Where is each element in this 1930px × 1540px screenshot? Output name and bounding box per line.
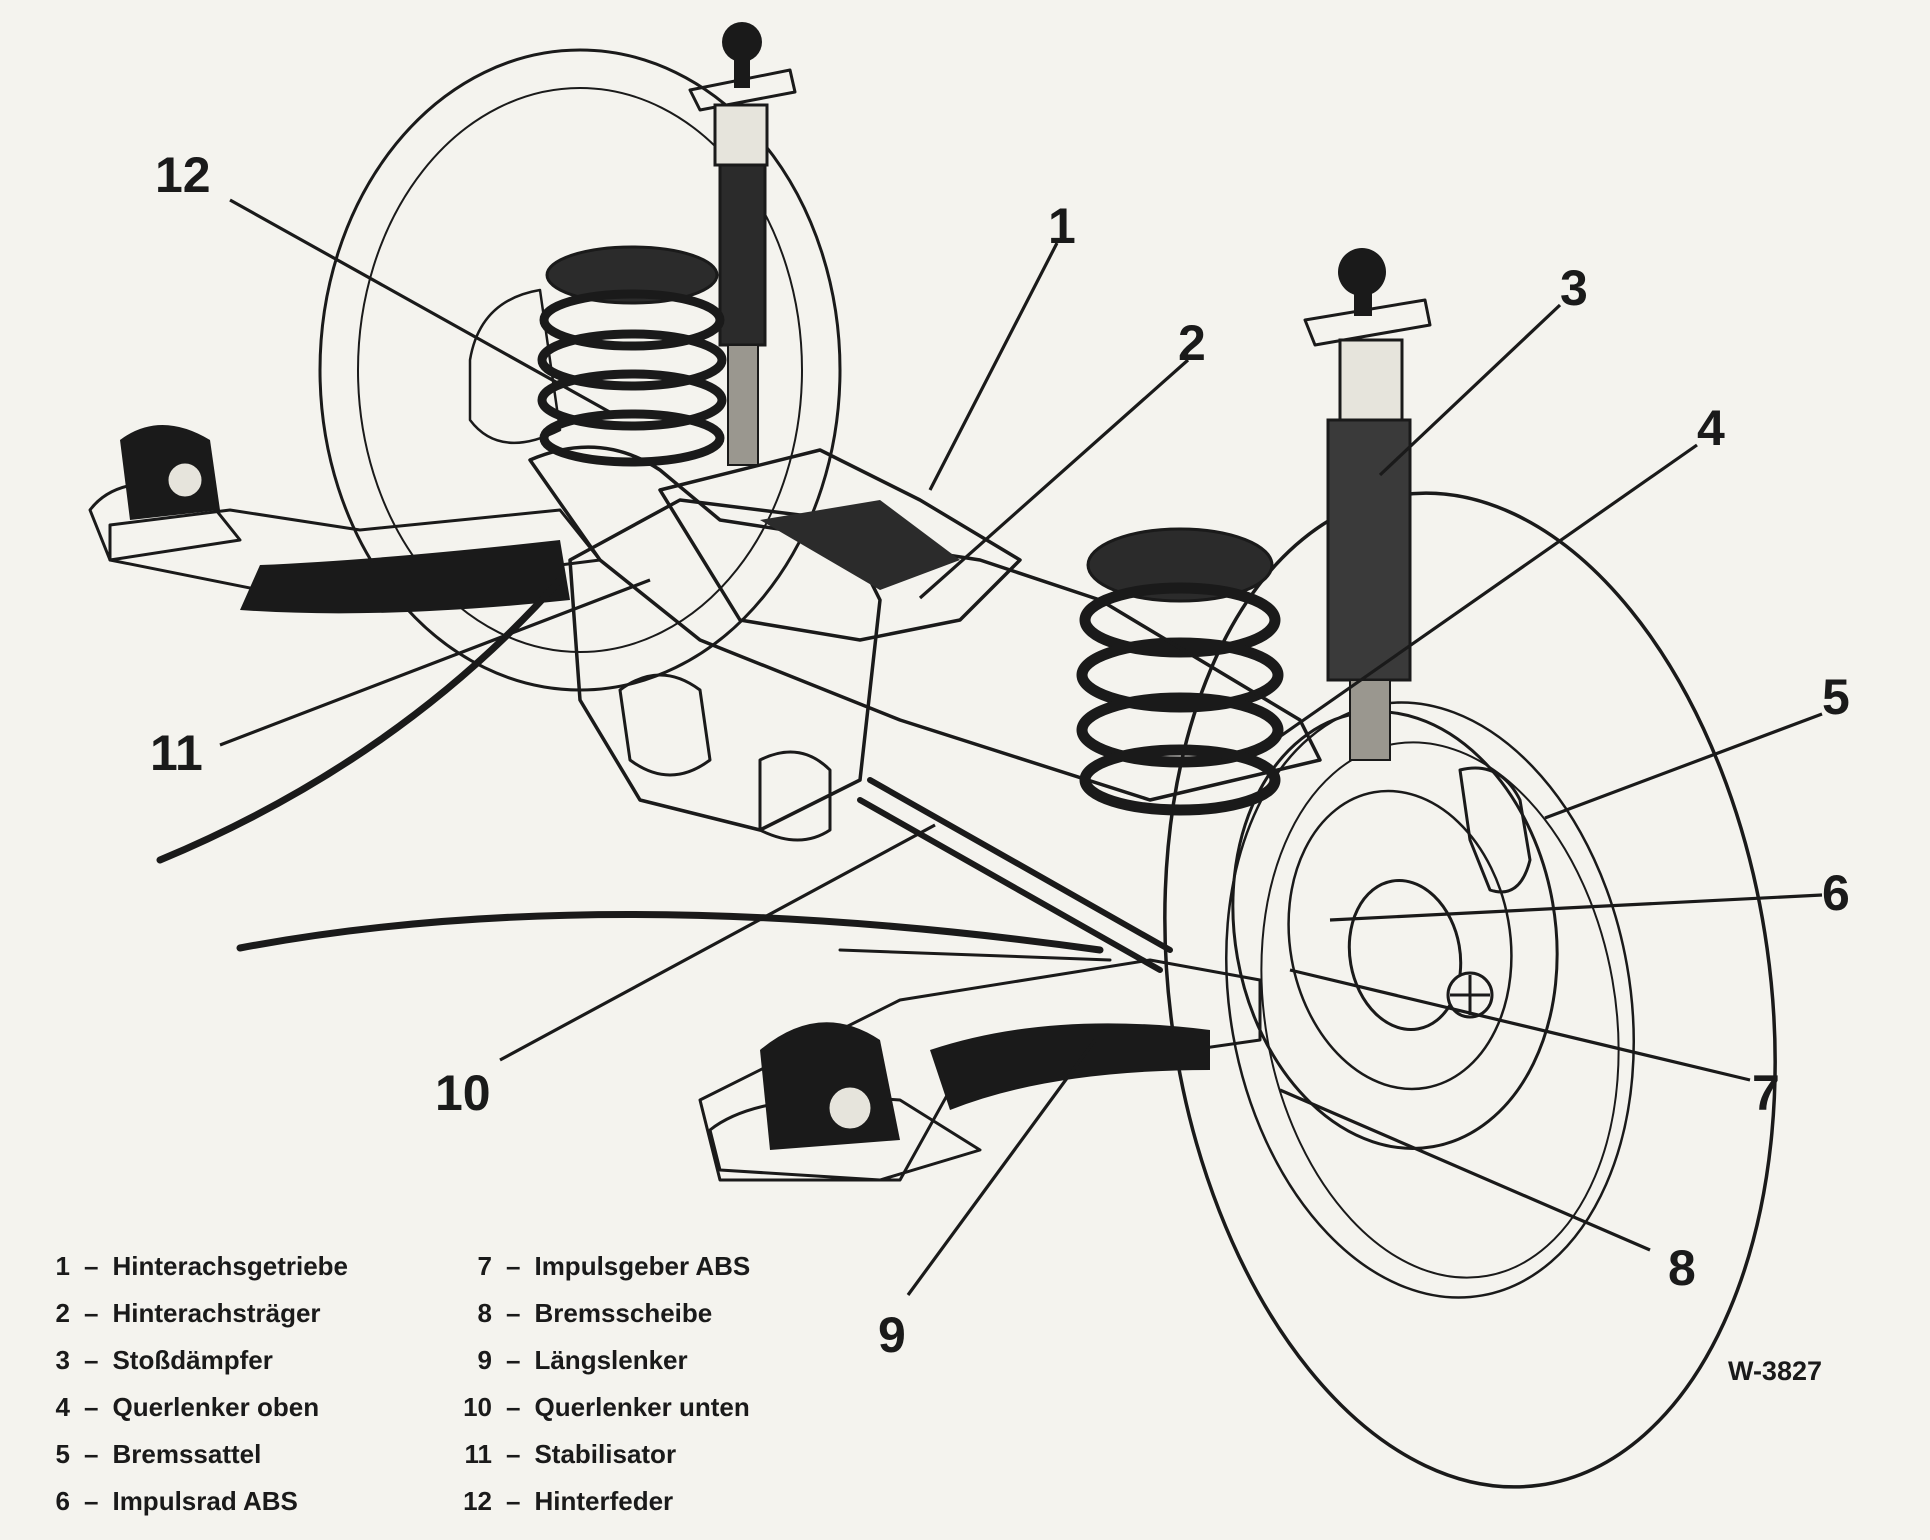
legend-dash: – — [506, 1345, 521, 1375]
leader-11 — [219, 578, 651, 747]
callout-2: 2 — [1178, 315, 1206, 371]
legend-item-9: 9–Längslenker — [452, 1337, 892, 1384]
legend-label: Querlenker oben — [112, 1392, 320, 1422]
leader-6 — [1329, 893, 1823, 922]
legend-dash: – — [506, 1486, 521, 1516]
legend-number: 1 — [55, 1251, 70, 1281]
legend-number: 12 — [463, 1486, 492, 1516]
left-mount — [88, 425, 242, 562]
legend-number: 10 — [463, 1392, 492, 1422]
leader-2 — [918, 358, 1190, 600]
legend-number: 2 — [55, 1298, 70, 1328]
callout-7: 7 — [1752, 1065, 1780, 1121]
legend-number: 5 — [55, 1439, 70, 1469]
legend-dash: – — [84, 1298, 99, 1328]
legend-number: 8 — [477, 1298, 492, 1328]
legend-dash: – — [84, 1439, 99, 1469]
legend-label: Stoßdämpfer — [112, 1345, 273, 1375]
differential-housing — [568, 448, 1022, 842]
legend-item-3: 3–Stoßdämpfer — [30, 1337, 470, 1384]
leader-7 — [1289, 968, 1751, 1082]
figure-code: W-3827 — [1728, 1356, 1822, 1386]
legend-item-7: 7–Impulsgeber ABS — [452, 1243, 892, 1290]
leader-9 — [906, 1039, 1097, 1296]
legend-item-1: 1–Hinterachsgetriebe — [30, 1243, 470, 1290]
legend-item-4: 4–Querlenker oben — [30, 1384, 470, 1431]
callout-numbers: 1 2 3 4 5 6 7 8 9 10 11 12 — [150, 147, 1850, 1363]
stabilizer-bar — [156, 576, 1112, 962]
leader-10 — [499, 823, 936, 1062]
callout-12: 12 — [155, 147, 211, 203]
legend-item-12: 12–Hinterfeder — [452, 1478, 892, 1525]
legend-item-11: 11–Stabilisator — [452, 1431, 892, 1478]
legend-dash: – — [84, 1486, 99, 1516]
left-coil-spring — [537, 245, 727, 467]
legend-label: Impulsrad ABS — [112, 1486, 298, 1516]
legend-label: Längslenker — [534, 1345, 688, 1375]
legend-item-8: 8–Bremsscheibe — [452, 1290, 892, 1337]
legend-label: Querlenker unten — [534, 1392, 750, 1422]
legend-item-6: 6–Impulsrad ABS — [30, 1478, 470, 1525]
callout-5: 5 — [1822, 669, 1850, 725]
legend-dash: – — [84, 1392, 99, 1422]
leader-lines — [219, 198, 1823, 1296]
legend-dash: – — [506, 1298, 521, 1328]
brake-caliper — [1458, 766, 1532, 894]
legend-dash: – — [506, 1439, 521, 1469]
legend-number: 11 — [464, 1439, 493, 1469]
callout-10: 10 — [435, 1065, 491, 1121]
legend-item-5: 5–Bremssattel — [30, 1431, 470, 1478]
legend-number: 7 — [477, 1251, 492, 1281]
legend-label: Hinterfeder — [534, 1486, 674, 1516]
legend-number: 4 — [55, 1392, 70, 1422]
callout-4: 4 — [1697, 400, 1725, 456]
legend-label: Hinterachsträger — [112, 1298, 321, 1328]
callout-9: 9 — [878, 1307, 906, 1363]
callout-6: 6 — [1822, 865, 1850, 921]
legend-number: 3 — [55, 1345, 70, 1375]
legend-dash: – — [84, 1345, 99, 1375]
legend-dash: – — [84, 1251, 99, 1281]
leader-5 — [1544, 712, 1823, 820]
legend-label: Bremssattel — [112, 1439, 262, 1469]
legend-item-10: 10–Querlenker unten — [452, 1384, 892, 1431]
callout-11: 11 — [150, 725, 203, 781]
legend-number: 6 — [55, 1486, 70, 1516]
legend-item-2: 2–Hinterachsträger — [30, 1290, 470, 1337]
legend-dash: – — [506, 1392, 521, 1422]
callout-3: 3 — [1560, 260, 1588, 316]
legend-label: Hinterachsgetriebe — [112, 1251, 348, 1281]
legend-dash: – — [506, 1251, 521, 1281]
legend-right-column: 7–Impulsgeber ABS 8–Bremsscheibe 9–Längs… — [452, 1243, 892, 1525]
rear-axle-carrier — [108, 445, 1322, 1182]
callout-1: 1 — [1048, 198, 1076, 254]
callout-8: 8 — [1668, 1240, 1696, 1296]
legend-number: 9 — [477, 1345, 492, 1375]
left-shock-absorber — [688, 22, 797, 466]
legend-label: Stabilisator — [534, 1439, 677, 1469]
right-mount — [708, 1022, 982, 1182]
right-coil-spring — [1076, 527, 1284, 816]
leader-8 — [1279, 1088, 1651, 1252]
legend-left-column: 1–Hinterachsgetriebe 2–Hinterachsträger … — [30, 1243, 470, 1525]
leader-12 — [229, 198, 616, 417]
legend-label: Bremsscheibe — [534, 1298, 713, 1328]
leader-3 — [1378, 303, 1562, 477]
right-shock-absorber — [1303, 248, 1432, 761]
legend-label: Impulsgeber ABS — [534, 1251, 751, 1281]
leader-1 — [928, 242, 1059, 491]
leader-4 — [1274, 443, 1698, 742]
